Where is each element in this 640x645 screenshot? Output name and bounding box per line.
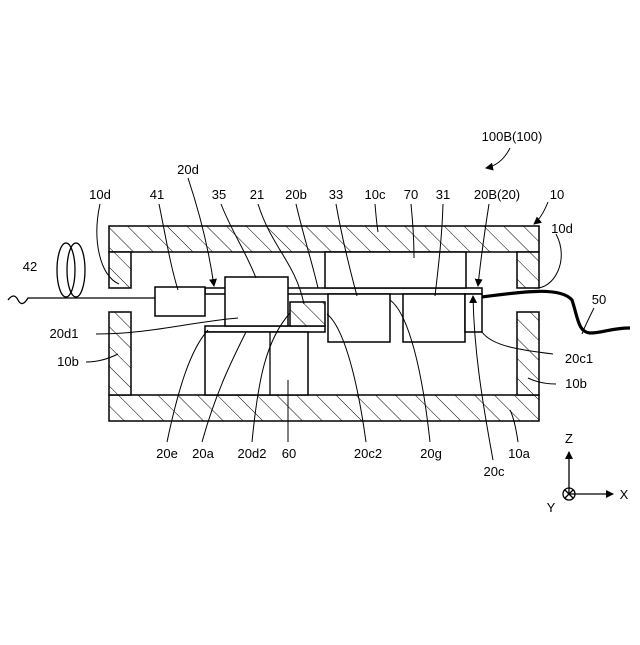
label-42: 42 (23, 259, 37, 274)
fiber-42-line (8, 296, 155, 304)
coordinate-axes: Z X Y (547, 431, 629, 515)
support-block-60 (205, 332, 308, 395)
label-31: 31 (436, 187, 450, 202)
label-33: 33 (329, 187, 343, 202)
cable-50 (482, 291, 630, 333)
label-10d-left: 10d (89, 187, 111, 202)
label-20e: 20e (156, 446, 178, 461)
housing-bottom-wall (109, 395, 539, 421)
axis-label-y: Y (547, 500, 556, 515)
label-20d2: 20d2 (238, 446, 267, 461)
fiber-coil-loop-2 (67, 243, 85, 297)
label-10b-left: 10b (57, 354, 79, 369)
label-60: 60 (282, 446, 296, 461)
label-20d1: 20d1 (50, 326, 79, 341)
label-100B: 100B(100) (482, 129, 543, 144)
internal-structure (155, 252, 482, 395)
label-10: 10 (550, 187, 564, 202)
axis-label-x: X (620, 487, 629, 502)
housing-lower-left-wall (109, 312, 131, 395)
axis-label-z: Z (565, 431, 573, 446)
label-20B: 20B(20) (474, 187, 520, 202)
component-33 (328, 294, 390, 342)
element-21 (290, 302, 325, 326)
label-20d: 20d (177, 162, 199, 177)
label-20c: 20c (484, 464, 505, 479)
leader-50 (582, 308, 594, 334)
connector-41 (155, 287, 205, 316)
label-10c: 10c (365, 187, 386, 202)
label-21: 21 (250, 187, 264, 202)
label-20c2: 20c2 (354, 446, 382, 461)
frame-70 (325, 252, 466, 288)
leader-10 (534, 202, 548, 224)
housing-upper-right-tab (517, 252, 539, 288)
housing-lower-right-wall (517, 312, 539, 395)
baseplate-20a (205, 326, 325, 332)
label-20c1: 20c1 (565, 351, 593, 366)
fiber-coil-loop-1 (57, 243, 75, 297)
leader-20e (167, 330, 208, 442)
component-31 (403, 294, 465, 342)
housing-upper-left-tab (109, 252, 131, 288)
label-10b-right: 10b (565, 376, 587, 391)
housing-top-wall (109, 226, 539, 252)
label-70: 70 (404, 187, 418, 202)
label-41: 41 (150, 187, 164, 202)
label-10a: 10a (508, 446, 530, 461)
label-35: 35 (212, 187, 226, 202)
leader-100B (486, 148, 510, 168)
label-50: 50 (592, 292, 606, 307)
label-20g: 20g (420, 446, 442, 461)
label-10d-right: 10d (551, 221, 573, 236)
label-20a: 20a (192, 446, 214, 461)
label-20b: 20b (285, 187, 307, 202)
